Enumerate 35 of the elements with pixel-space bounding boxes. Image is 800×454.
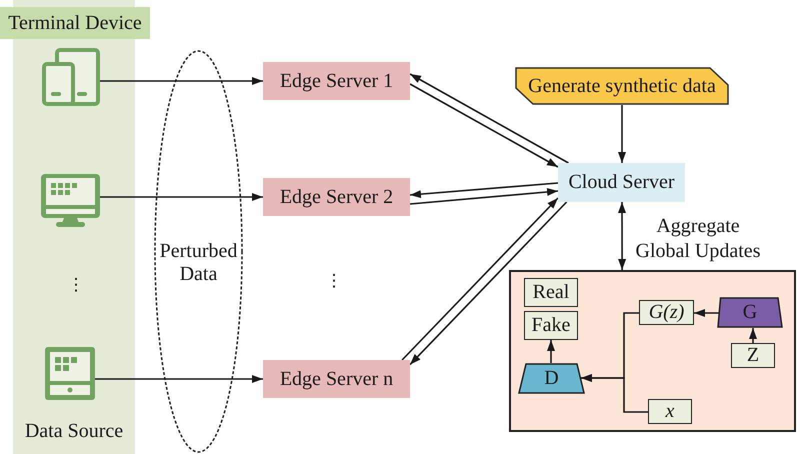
arrow — [95, 375, 263, 383]
arrow — [618, 202, 626, 270]
arrow — [694, 309, 718, 317]
trapezoid-block: D — [518, 363, 585, 394]
arrow — [410, 182, 558, 198]
arrow — [618, 105, 626, 163]
arrow — [410, 188, 558, 205]
column-label: Data Source — [24, 420, 124, 443]
server-box: Cloud Server — [558, 163, 685, 202]
monitor-icon — [41, 174, 100, 227]
vertical-ellipsis: ⋮ — [66, 274, 86, 296]
tablet-icon — [45, 347, 95, 400]
text-box: x — [648, 399, 692, 424]
panel — [509, 270, 796, 432]
arrow — [749, 328, 757, 343]
arrow — [100, 193, 263, 201]
process-box: Generate synthetic data — [515, 67, 729, 105]
arrow — [100, 77, 263, 85]
trapezoid-block: G — [717, 297, 783, 328]
tablet-pair-icon — [42, 48, 100, 106]
edge-label: Aggregate Global Updates — [634, 214, 762, 264]
arrow — [547, 340, 555, 363]
region-label: Perturbed Data — [158, 240, 238, 286]
text-box: G(z) — [639, 300, 694, 325]
text-box: Z — [731, 343, 775, 368]
arrow — [410, 83, 558, 168]
server-box: Edge Server n — [263, 360, 410, 398]
server-box: Edge Server 1 — [263, 62, 410, 100]
text-box: Fake — [524, 311, 578, 340]
server-box: Edge Server 2 — [263, 178, 410, 216]
arrow — [580, 374, 648, 413]
vertical-ellipsis: ⋮ — [324, 270, 344, 292]
text-box: Real — [524, 278, 578, 307]
section-header: Terminal Device — [0, 7, 150, 39]
arrow — [410, 73, 569, 164]
